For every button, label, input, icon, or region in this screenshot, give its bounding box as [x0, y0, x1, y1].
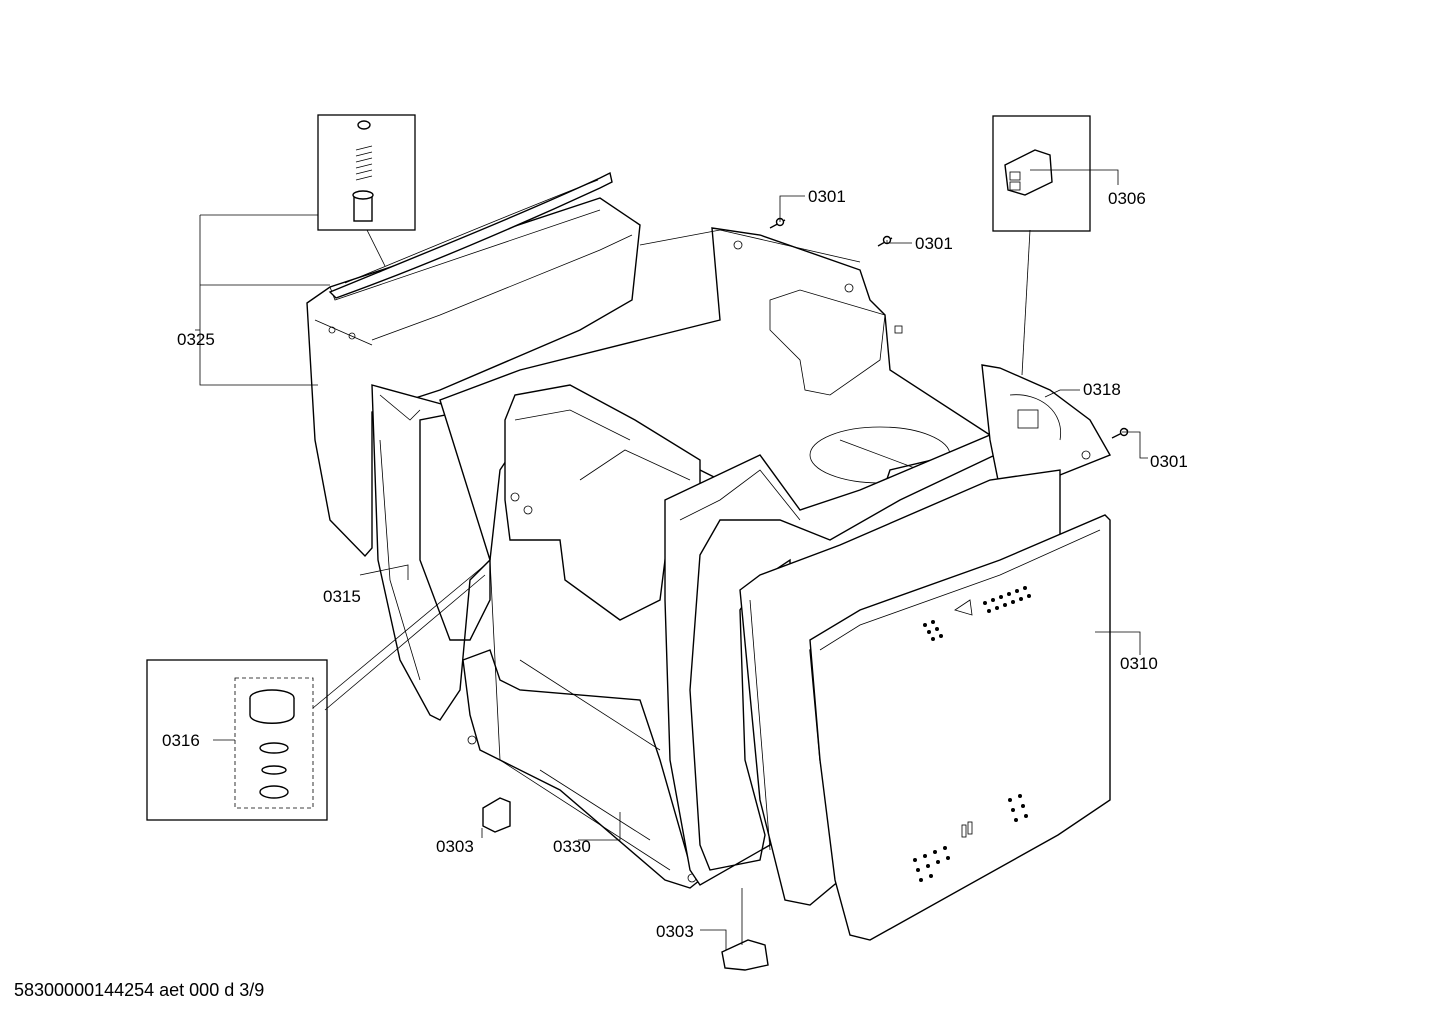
- part-label-0325: 0325: [177, 330, 215, 349]
- vent-holes-bottom: [913, 794, 1028, 882]
- part-label-0318: 0318: [1083, 380, 1121, 399]
- part-label-0301: 0301: [1150, 452, 1188, 471]
- part-label-0301: 0301: [808, 187, 846, 206]
- clip-icon: [482, 797, 511, 833]
- vent-holes-top: [923, 586, 1031, 641]
- part-label-0330: 0330: [553, 837, 591, 856]
- leader-lines: [195, 169, 1148, 950]
- valve-inset-box: [317, 114, 416, 231]
- part-labels: 0301 0301 0306 0325 0318 0301 0315 0310 …: [162, 187, 1188, 941]
- drawing-id: 58300000144254 aet 000 d 3/9: [14, 980, 265, 1000]
- top-hose-rail: [328, 171, 613, 299]
- rear-housing-shell: [306, 197, 641, 558]
- part-label-0303: 0303: [436, 837, 474, 856]
- seal-set-inset-box: [146, 659, 328, 821]
- part-label-0303: 0303: [656, 922, 694, 941]
- screw-icon: [877, 235, 893, 247]
- front-cover-panel: [809, 514, 1111, 941]
- left-side-panel: [371, 384, 491, 721]
- screw-icon: [769, 217, 786, 229]
- part-label-0316: 0316: [162, 731, 200, 750]
- clip-icon: [721, 939, 769, 971]
- part-label-0306: 0306: [1108, 189, 1146, 208]
- part-label-0315: 0315: [323, 587, 361, 606]
- switch-inset-box: [992, 115, 1091, 232]
- screw-icon: [1111, 427, 1129, 439]
- part-label-0310: 0310: [1120, 654, 1158, 673]
- part-label-0301: 0301: [915, 234, 953, 253]
